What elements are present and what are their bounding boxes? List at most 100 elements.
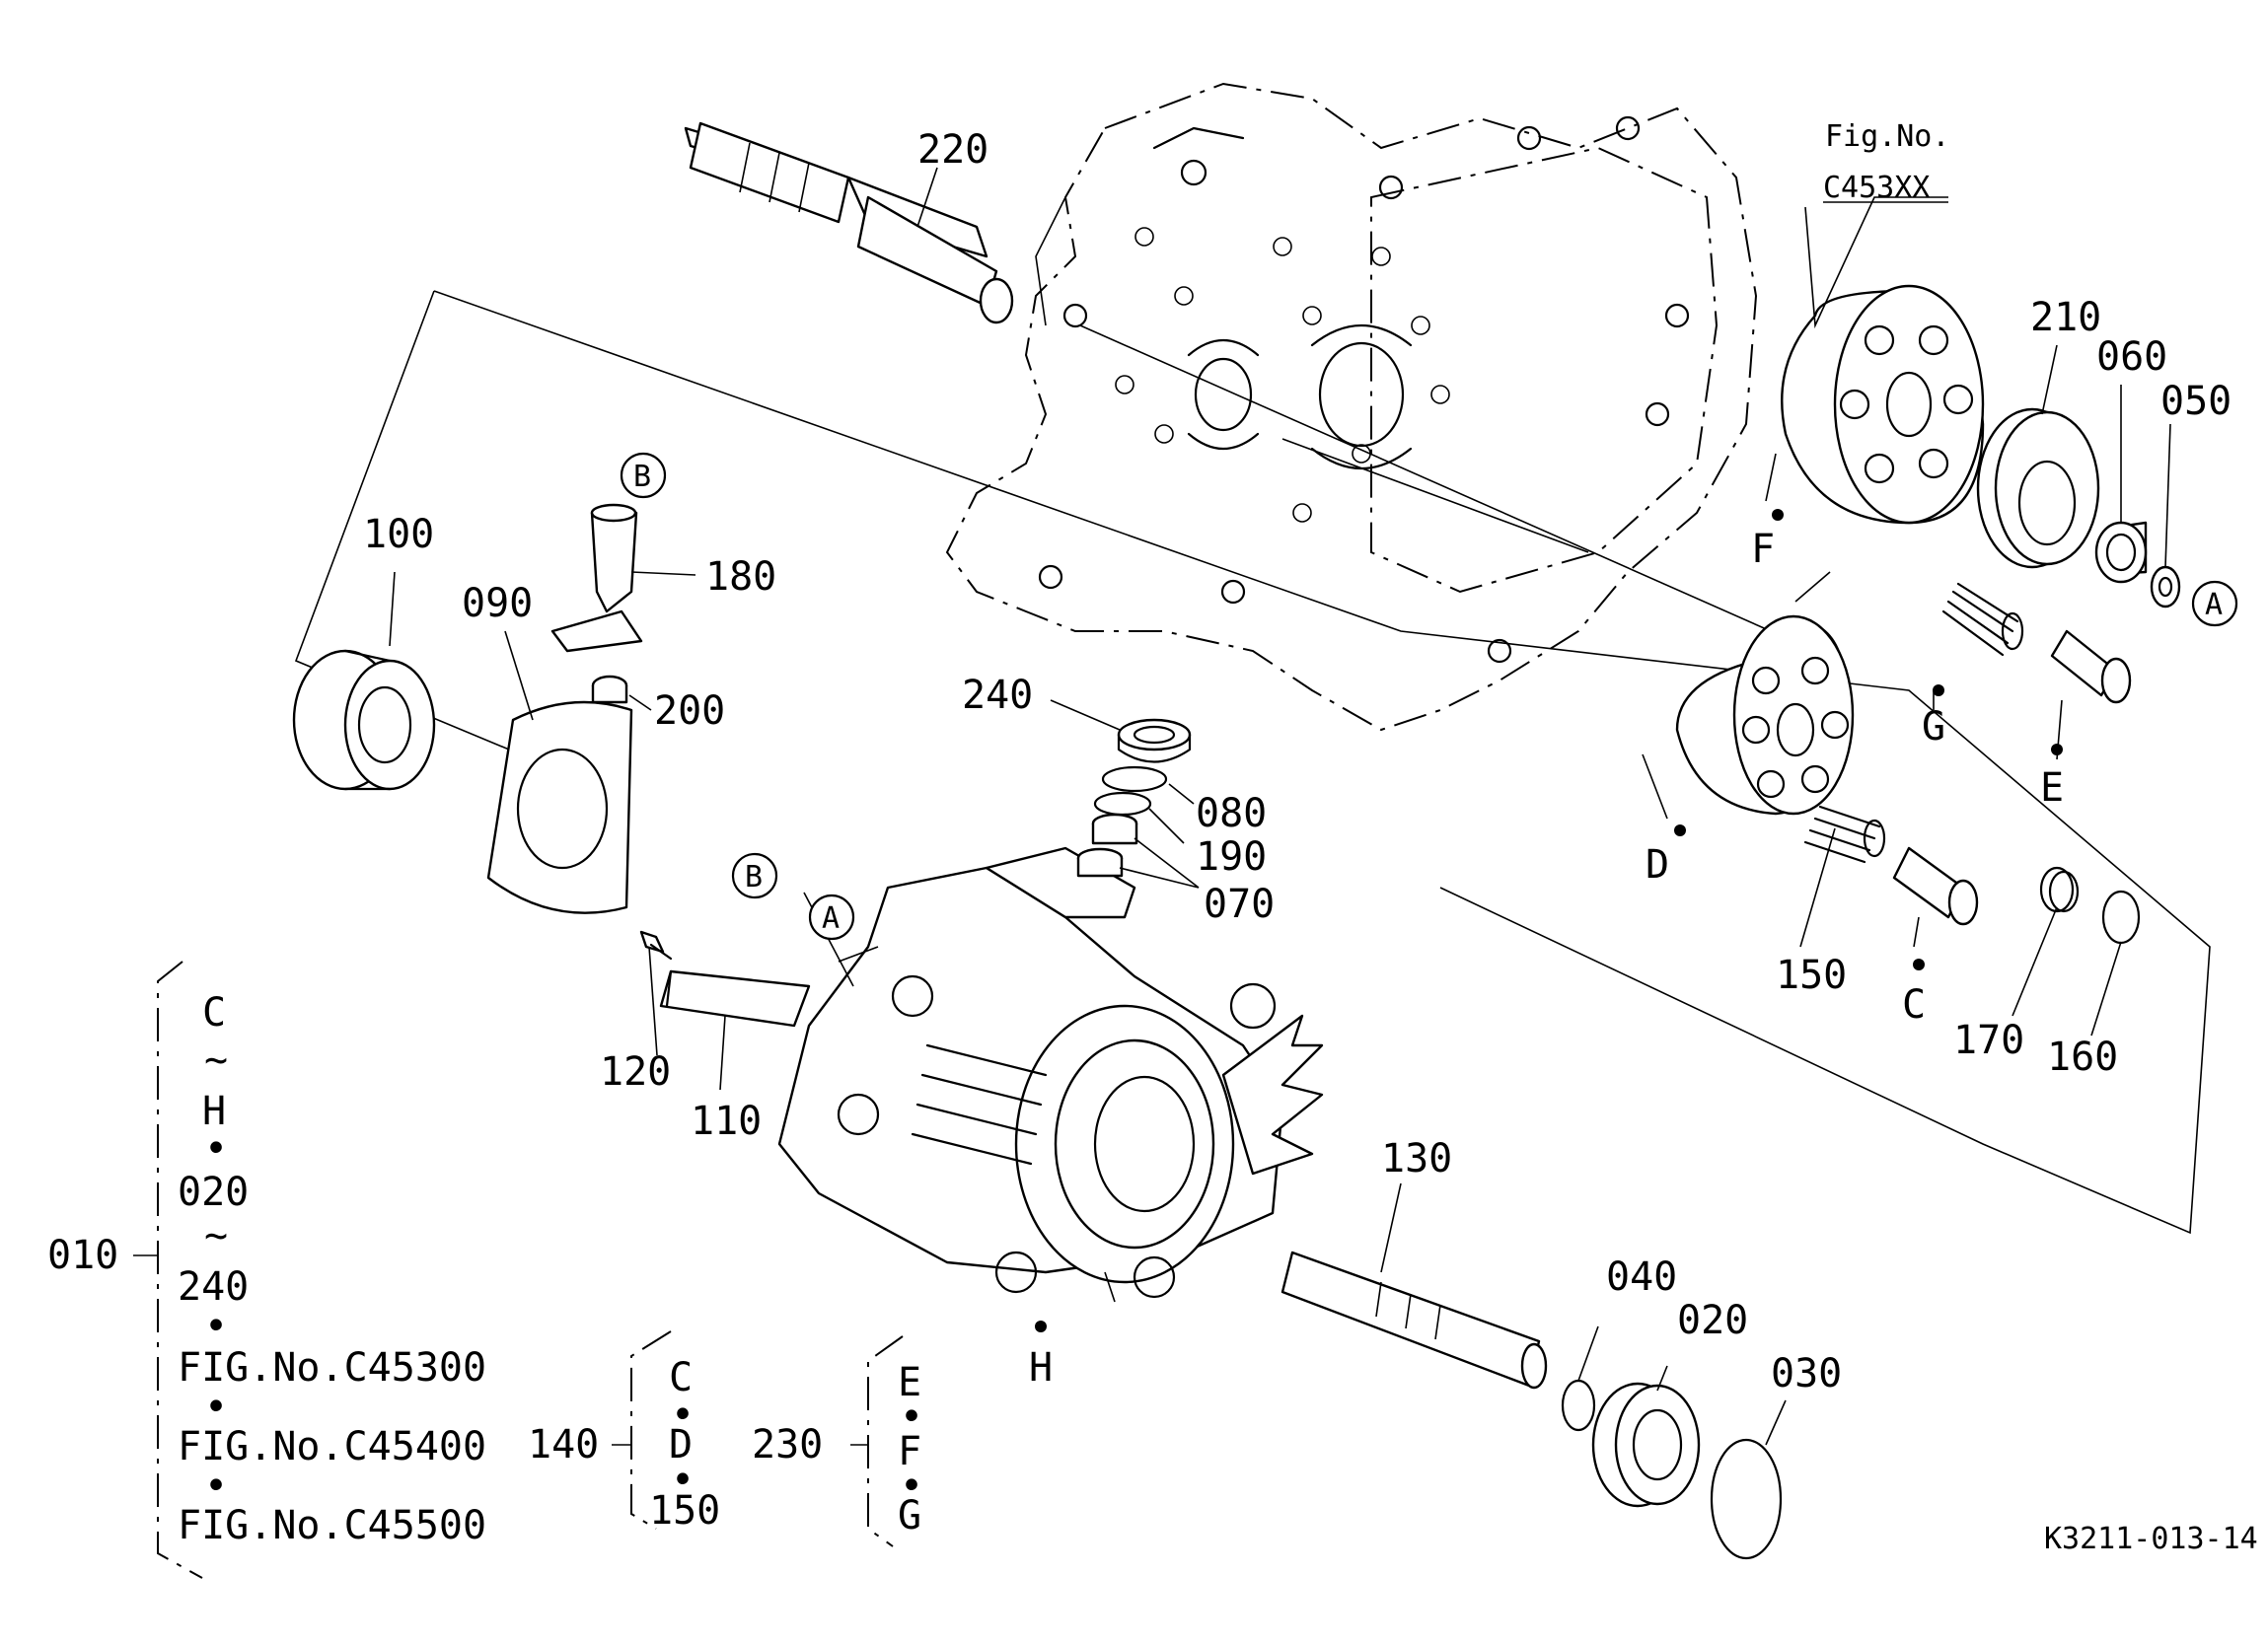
- cradle-090-drawing: [486, 700, 633, 914]
- svg-text:C: C: [202, 990, 226, 1036]
- ball-bearing-020-drawing: [1591, 1382, 1701, 1508]
- callout-B-housing: [731, 852, 778, 899]
- label-120: 120: [600, 1049, 671, 1095]
- label-240: 240: [962, 673, 1033, 718]
- svg-text:240: 240: [178, 1264, 249, 1310]
- svg-text:~: ~: [204, 1038, 228, 1083]
- bracket-010: [157, 961, 203, 1579]
- snap-ring-040-drawing: [1561, 1379, 1596, 1432]
- letter-A-right: A: [2205, 588, 2223, 622]
- lever-180-drawing: [550, 503, 643, 653]
- svg-text:•: •: [204, 1304, 228, 1349]
- svg-text:E: E: [898, 1360, 921, 1405]
- o-ring-080-drawing: [1101, 765, 1168, 793]
- shaft-220-drawing: [684, 121, 1014, 324]
- letter-A-housing: A: [822, 901, 840, 936]
- seal-240-drawing: [1117, 718, 1192, 763]
- svg-text:•: •: [900, 1464, 923, 1509]
- bearing-100-drawing: [292, 649, 436, 791]
- label-170: 170: [1953, 1018, 2024, 1063]
- o-ring-190-drawing: [1093, 791, 1152, 817]
- label-090: 090: [462, 581, 533, 626]
- svg-text:G: G: [898, 1493, 921, 1539]
- svg-text:•: •: [204, 1464, 228, 1509]
- svg-text:~: ~: [204, 1213, 228, 1258]
- cylinder-block-F-drawing: [1781, 284, 1985, 525]
- svg-text:D: D: [669, 1422, 693, 1467]
- label-100: 100: [363, 512, 434, 557]
- svg-text:020: 020: [178, 1170, 249, 1215]
- callout-A-housing: [808, 894, 855, 941]
- label-150: 150: [1776, 953, 1847, 998]
- guide-lines: [294, 196, 2211, 1235]
- callout-B-lever: [620, 452, 667, 499]
- label-020: 020: [1677, 1298, 1748, 1343]
- label-H: H: [1029, 1345, 1053, 1391]
- svg-text:FIG.No.C45400: FIG.No.C45400: [178, 1424, 486, 1469]
- label-C: C: [1902, 982, 1926, 1028]
- snap-ring-030-drawing: [1710, 1438, 1783, 1560]
- leader-dots: [1035, 509, 2063, 1332]
- bushing-060-drawing: [2094, 521, 2148, 584]
- washer-050-drawing: [2150, 565, 2181, 608]
- diagram-id: K3211-013-14: [2044, 1522, 2258, 1556]
- svg-text:•: •: [900, 1395, 923, 1440]
- spring-170-drawing: [2039, 866, 2080, 913]
- label-E: E: [2040, 765, 2064, 811]
- spring-G-drawing: [1941, 582, 2024, 657]
- figure-ref-line1: Fig.No.: [1825, 119, 1949, 154]
- label-110: 110: [691, 1099, 762, 1144]
- label-190: 190: [1196, 834, 1267, 880]
- label-060: 060: [2096, 334, 2167, 380]
- label-130: 130: [1381, 1136, 1452, 1181]
- svg-text:•: •: [204, 1385, 228, 1430]
- assembly-140-number: 140: [528, 1422, 599, 1467]
- label-D: D: [1646, 842, 1669, 888]
- label-210: 210: [2030, 295, 2101, 340]
- svg-text:•: •: [671, 1458, 695, 1503]
- callout-A-right: [2191, 580, 2238, 627]
- label-G: G: [1922, 704, 1945, 750]
- bushing-070-drawing: [1076, 813, 1138, 878]
- svg-text:•: •: [204, 1126, 228, 1172]
- assembly-230-number: 230: [752, 1422, 823, 1467]
- bracket-140: [630, 1330, 672, 1530]
- svg-text:•: •: [671, 1393, 695, 1438]
- assembly-010-number: 010: [47, 1233, 118, 1278]
- label-070: 070: [1204, 882, 1275, 927]
- figure-ref-line2: C453XX: [1823, 171, 1930, 205]
- svg-text:H: H: [202, 1089, 226, 1134]
- letter-B-lever: B: [633, 460, 651, 494]
- snap-ring-160-drawing: [2101, 890, 2141, 945]
- shaft-130-drawing: [1280, 1251, 1548, 1390]
- svg-text:150: 150: [649, 1488, 720, 1534]
- label-F: F: [1751, 527, 1775, 572]
- assembly-010-list: C ~ H • 020 ~ 240 • FIG.No.C45300 • FIG.…: [178, 990, 486, 1548]
- label-160: 160: [2047, 1035, 2118, 1080]
- label-040: 040: [1606, 1254, 1677, 1300]
- svg-text:FIG.No.C45300: FIG.No.C45300: [178, 1345, 486, 1391]
- pin-C-drawing: [1892, 846, 1979, 926]
- label-050: 050: [2160, 379, 2231, 424]
- cover-110-drawing: [659, 969, 811, 1028]
- screw-120-drawing: [639, 930, 673, 961]
- label-030: 030: [1771, 1351, 1842, 1396]
- assembly-140-list: C • D • 150: [649, 1355, 720, 1534]
- label-180: 180: [705, 554, 776, 600]
- bushing-200-drawing: [591, 675, 628, 704]
- pin-E-drawing: [2050, 629, 2132, 704]
- svg-text:F: F: [898, 1429, 921, 1474]
- assembly-230-list: E • F • G: [898, 1360, 923, 1539]
- housing-H-drawing: [777, 846, 1324, 1299]
- label-220: 220: [917, 127, 988, 173]
- label-080: 080: [1196, 791, 1267, 836]
- svg-text:C: C: [669, 1355, 693, 1400]
- bearing-210-drawing: [1976, 407, 2100, 569]
- spring-150-drawing: [1803, 805, 1886, 864]
- label-200: 200: [654, 688, 725, 734]
- center-plate-drawing: [945, 82, 1758, 732]
- cylinder-block-D-drawing: [1675, 614, 1855, 816]
- svg-text:FIG.No.C45500: FIG.No.C45500: [178, 1503, 486, 1548]
- letter-B-housing: B: [745, 860, 763, 895]
